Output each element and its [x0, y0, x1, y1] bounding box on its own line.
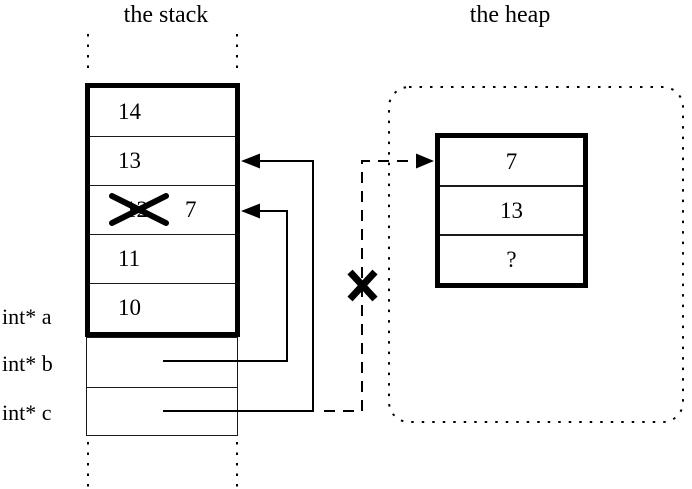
pointer-c-arrow-line — [163, 160, 314, 412]
heap-block-box: 7 13 ? — [435, 133, 588, 288]
pointer-b-arrowhead — [241, 203, 260, 219]
heap-region-outline — [388, 86, 684, 423]
stack-cell-value: 13 — [118, 148, 141, 173]
crossed-out-value-x-icon — [109, 193, 169, 226]
heap-cell-0: 7 — [440, 138, 583, 185]
pointer-c-arrowhead — [241, 153, 260, 169]
heap-cell-value: 7 — [505, 148, 518, 174]
stack-cell-0: 14 — [90, 88, 235, 136]
stack-cell-value: 10 — [118, 295, 141, 320]
stack-cell-value: 14 — [118, 99, 141, 124]
dangling-pointer-arrowhead — [416, 153, 434, 169]
stack-column-guides — [87, 34, 238, 488]
heap-cell-value: 13 — [500, 197, 523, 223]
stack-cell-new-value: 7 — [185, 197, 197, 222]
stack-cell-3: 11 — [90, 234, 235, 283]
stack-cell-value: 11 — [118, 246, 141, 271]
pointer-label-b: int* b — [2, 351, 53, 376]
pointer-b-arrow-line — [163, 210, 288, 362]
stack-frame-box: 14 13 12 7 11 10 — [85, 83, 240, 337]
stack-title: the stack — [123, 2, 209, 28]
pointer-label-a: int* a — [2, 304, 52, 329]
pointer-cells — [86, 337, 238, 436]
pointer-cell-c — [87, 387, 237, 435]
heap-cell-2: ? — [440, 234, 583, 283]
stack-cell-1: 13 — [90, 136, 235, 185]
invalid-pointer-x-icon — [347, 269, 378, 302]
dangling-pointer-dashed-line — [324, 160, 417, 412]
heap-title: the heap — [469, 2, 551, 28]
stack-cell-4: 10 — [90, 283, 235, 332]
pointer-label-c: int* c — [2, 400, 52, 425]
heap-cell-value: ? — [506, 246, 517, 272]
heap-cell-1: 13 — [440, 185, 583, 234]
